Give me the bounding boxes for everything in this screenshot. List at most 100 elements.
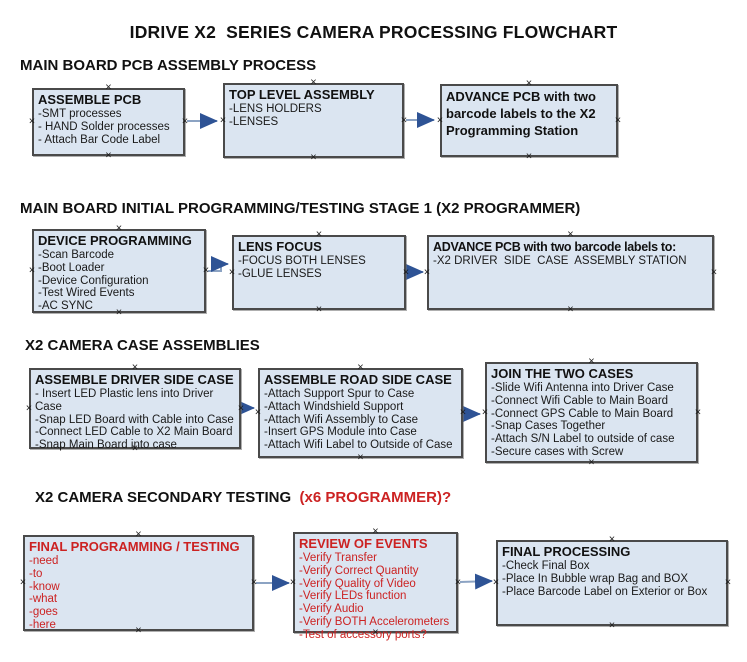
- connection-point-icon: [202, 267, 210, 275]
- box-item: -AC SYNC: [38, 300, 93, 313]
- box-title: DEVICE PROGRAMMING: [38, 233, 192, 248]
- connection-point-icon: [105, 152, 113, 160]
- connector-arrow: [208, 256, 229, 272]
- box-item: -Attach Windshield Support: [264, 400, 404, 413]
- box-item: -Verify Transfer: [299, 552, 377, 564]
- connection-point-icon: [115, 225, 123, 233]
- box-item: -Verify Correct Quantity: [299, 564, 419, 577]
- box-item: -Connect LED Cable to X2 Main Board: [35, 426, 233, 439]
- connection-point-icon: [250, 579, 258, 587]
- box-item: -Attach S/N Label to outside of case: [491, 433, 675, 446]
- connection-point-icon: [28, 118, 36, 126]
- section-heading-pcb-assembly: MAIN BOARD PCB ASSEMBLY PROCESS: [20, 57, 317, 74]
- connection-point-icon: [315, 231, 323, 239]
- connection-point-icon: [459, 409, 467, 417]
- box-item: -Device Configuration: [38, 274, 149, 287]
- connection-point-icon: [436, 117, 444, 125]
- connection-point-icon: [400, 117, 408, 125]
- box-item: -Attach Wifi Assembly to Case: [264, 413, 419, 426]
- box-title: ASSEMBLE DRIVER SIDE CASE: [35, 372, 234, 387]
- box-item: -to: [29, 567, 43, 580]
- box-item: -Check Final Box: [502, 560, 590, 572]
- section-heading-text: X2 CAMERA SECONDARY TESTING: [35, 489, 296, 506]
- box-title: LENS FOCUS: [238, 239, 322, 254]
- connection-point-icon: [423, 269, 431, 277]
- connector-arrow: [459, 573, 493, 590]
- box-item: -what: [29, 593, 58, 606]
- box-item: -Secure cases with Screw: [491, 445, 624, 458]
- box-item: -Connect Wifi Cable to Main Board: [491, 394, 669, 407]
- connection-point-icon: [135, 627, 143, 635]
- box-item: -Attach Wifi Label to Outside of Case: [264, 439, 453, 452]
- box-item: -know: [29, 580, 60, 593]
- flow-box-join-the-two-cases[interactable]: JOIN THE TWO CASES -Slide Wifi Antenna i…: [485, 362, 698, 463]
- connection-point-icon: [492, 579, 500, 587]
- connection-point-icon: [588, 459, 596, 467]
- connection-point-icon: [724, 579, 732, 587]
- connection-point-icon: [254, 409, 262, 417]
- connection-point-icon: [28, 267, 36, 275]
- connection-point-icon: [105, 84, 113, 92]
- connection-point-icon: [135, 531, 143, 539]
- flow-box-assemble-driver-side-case[interactable]: ASSEMBLE DRIVER SIDE CASE - Insert LED P…: [29, 368, 241, 451]
- box-item: -Insert GPS Module into Case: [264, 426, 417, 439]
- page-title: IDRIVE X2 SERIES CAMERA PROCESSING FLOWC…: [129, 22, 618, 42]
- box-item: -Snap LED Board with Cable into Case: [35, 413, 234, 426]
- box-item: -X2 DRIVER SIDE CASE ASSEMBLY STATION: [433, 255, 687, 267]
- flow-box-advance-pcb-driver-side[interactable]: ADVANCE PCB with two barcode labels to: …: [427, 235, 714, 310]
- section-heading-initial-programming: MAIN BOARD INITIAL PROGRAMMING/TESTING S…: [20, 200, 581, 217]
- box-title: ADVANCE PCB with two barcode labels to:: [433, 240, 676, 254]
- flow-box-lens-focus[interactable]: LENS FOCUS -FOCUS BOTH LENSES -GLUE LENS…: [232, 235, 406, 310]
- flow-box-final-programming-testing[interactable]: FINAL PROGRAMMING / TESTING -need -to -k…: [23, 535, 254, 631]
- box-item: -Attach Support Spur to Case: [264, 388, 415, 400]
- flow-box-top-level-assembly[interactable]: TOP LEVEL ASSEMBLY -LENS HOLDERS -LENSES: [223, 83, 404, 158]
- box-item: -FOCUS BOTH LENSES: [238, 255, 366, 267]
- box-item: -Slide Wifi Antenna into Driver Case: [491, 382, 674, 394]
- connection-point-icon: [567, 306, 575, 314]
- box-item: - Attach Bar Code Label: [38, 133, 161, 146]
- connection-point-icon: [131, 364, 139, 372]
- connection-point-icon: [454, 579, 462, 587]
- connection-point-icon: [310, 79, 318, 87]
- connection-point-icon: [614, 117, 622, 125]
- box-item: -Place In Bubble wrap Bag and BOX: [502, 572, 689, 585]
- flow-box-assemble-pcb[interactable]: ASSEMBLE PCB -SMT processes - HAND Solde…: [32, 88, 185, 156]
- connection-point-icon: [310, 154, 318, 162]
- box-title: ASSEMBLE ROAD SIDE CASE: [264, 372, 452, 387]
- connection-point-icon: [372, 629, 380, 637]
- box-item: -here: [29, 618, 56, 631]
- connection-point-icon: [219, 117, 227, 125]
- connection-point-icon: [567, 231, 575, 239]
- connection-point-icon: [315, 306, 323, 314]
- connection-point-icon: [357, 364, 365, 372]
- connection-point-icon: [481, 409, 489, 417]
- box-title: REVIEW OF EVENTS: [299, 536, 428, 551]
- flow-box-assemble-road-side-case[interactable]: ASSEMBLE ROAD SIDE CASE -Attach Support …: [258, 368, 463, 458]
- connection-point-icon: [608, 622, 616, 630]
- connection-point-icon: [228, 269, 236, 277]
- connection-point-icon: [25, 405, 33, 413]
- section-heading-secondary-testing: X2 CAMERA SECONDARY TESTING (x6 PROGRAMM…: [35, 489, 451, 506]
- flow-box-advance-pcb-programming-station[interactable]: ADVANCE PCB with two barcode labels to t…: [440, 84, 618, 157]
- flow-box-device-programming[interactable]: DEVICE PROGRAMMING -Scan Barcode -Boot L…: [32, 229, 206, 313]
- box-title: TOP LEVEL ASSEMBLY: [229, 87, 375, 102]
- flow-box-final-processing[interactable]: FINAL PROCESSING -Check Final Box -Place…: [496, 540, 728, 626]
- box-item: -Scan Barcode: [38, 249, 115, 261]
- box-item: -Verify BOTH Accelerometers: [299, 615, 450, 628]
- connection-point-icon: [608, 536, 616, 544]
- connection-point-icon: [19, 579, 27, 587]
- box-item: -Snap Cases Together: [491, 420, 606, 433]
- connection-point-icon: [115, 309, 123, 317]
- connection-point-icon: [357, 454, 365, 462]
- box-item: -Boot Loader: [38, 261, 105, 274]
- flow-box-review-of-events[interactable]: REVIEW OF EVENTS -Verify Transfer -Verif…: [293, 532, 458, 641]
- box-item: -LENSES: [229, 115, 279, 128]
- box-item: -SMT processes: [38, 108, 122, 120]
- connection-point-icon: [237, 405, 245, 413]
- connection-point-icon: [402, 269, 410, 277]
- box-item: -Verify LEDs function: [299, 590, 407, 603]
- connection-point-icon: [525, 80, 533, 88]
- connection-point-icon: [588, 358, 596, 366]
- box-item: -Verify Quality of Video: [299, 577, 416, 590]
